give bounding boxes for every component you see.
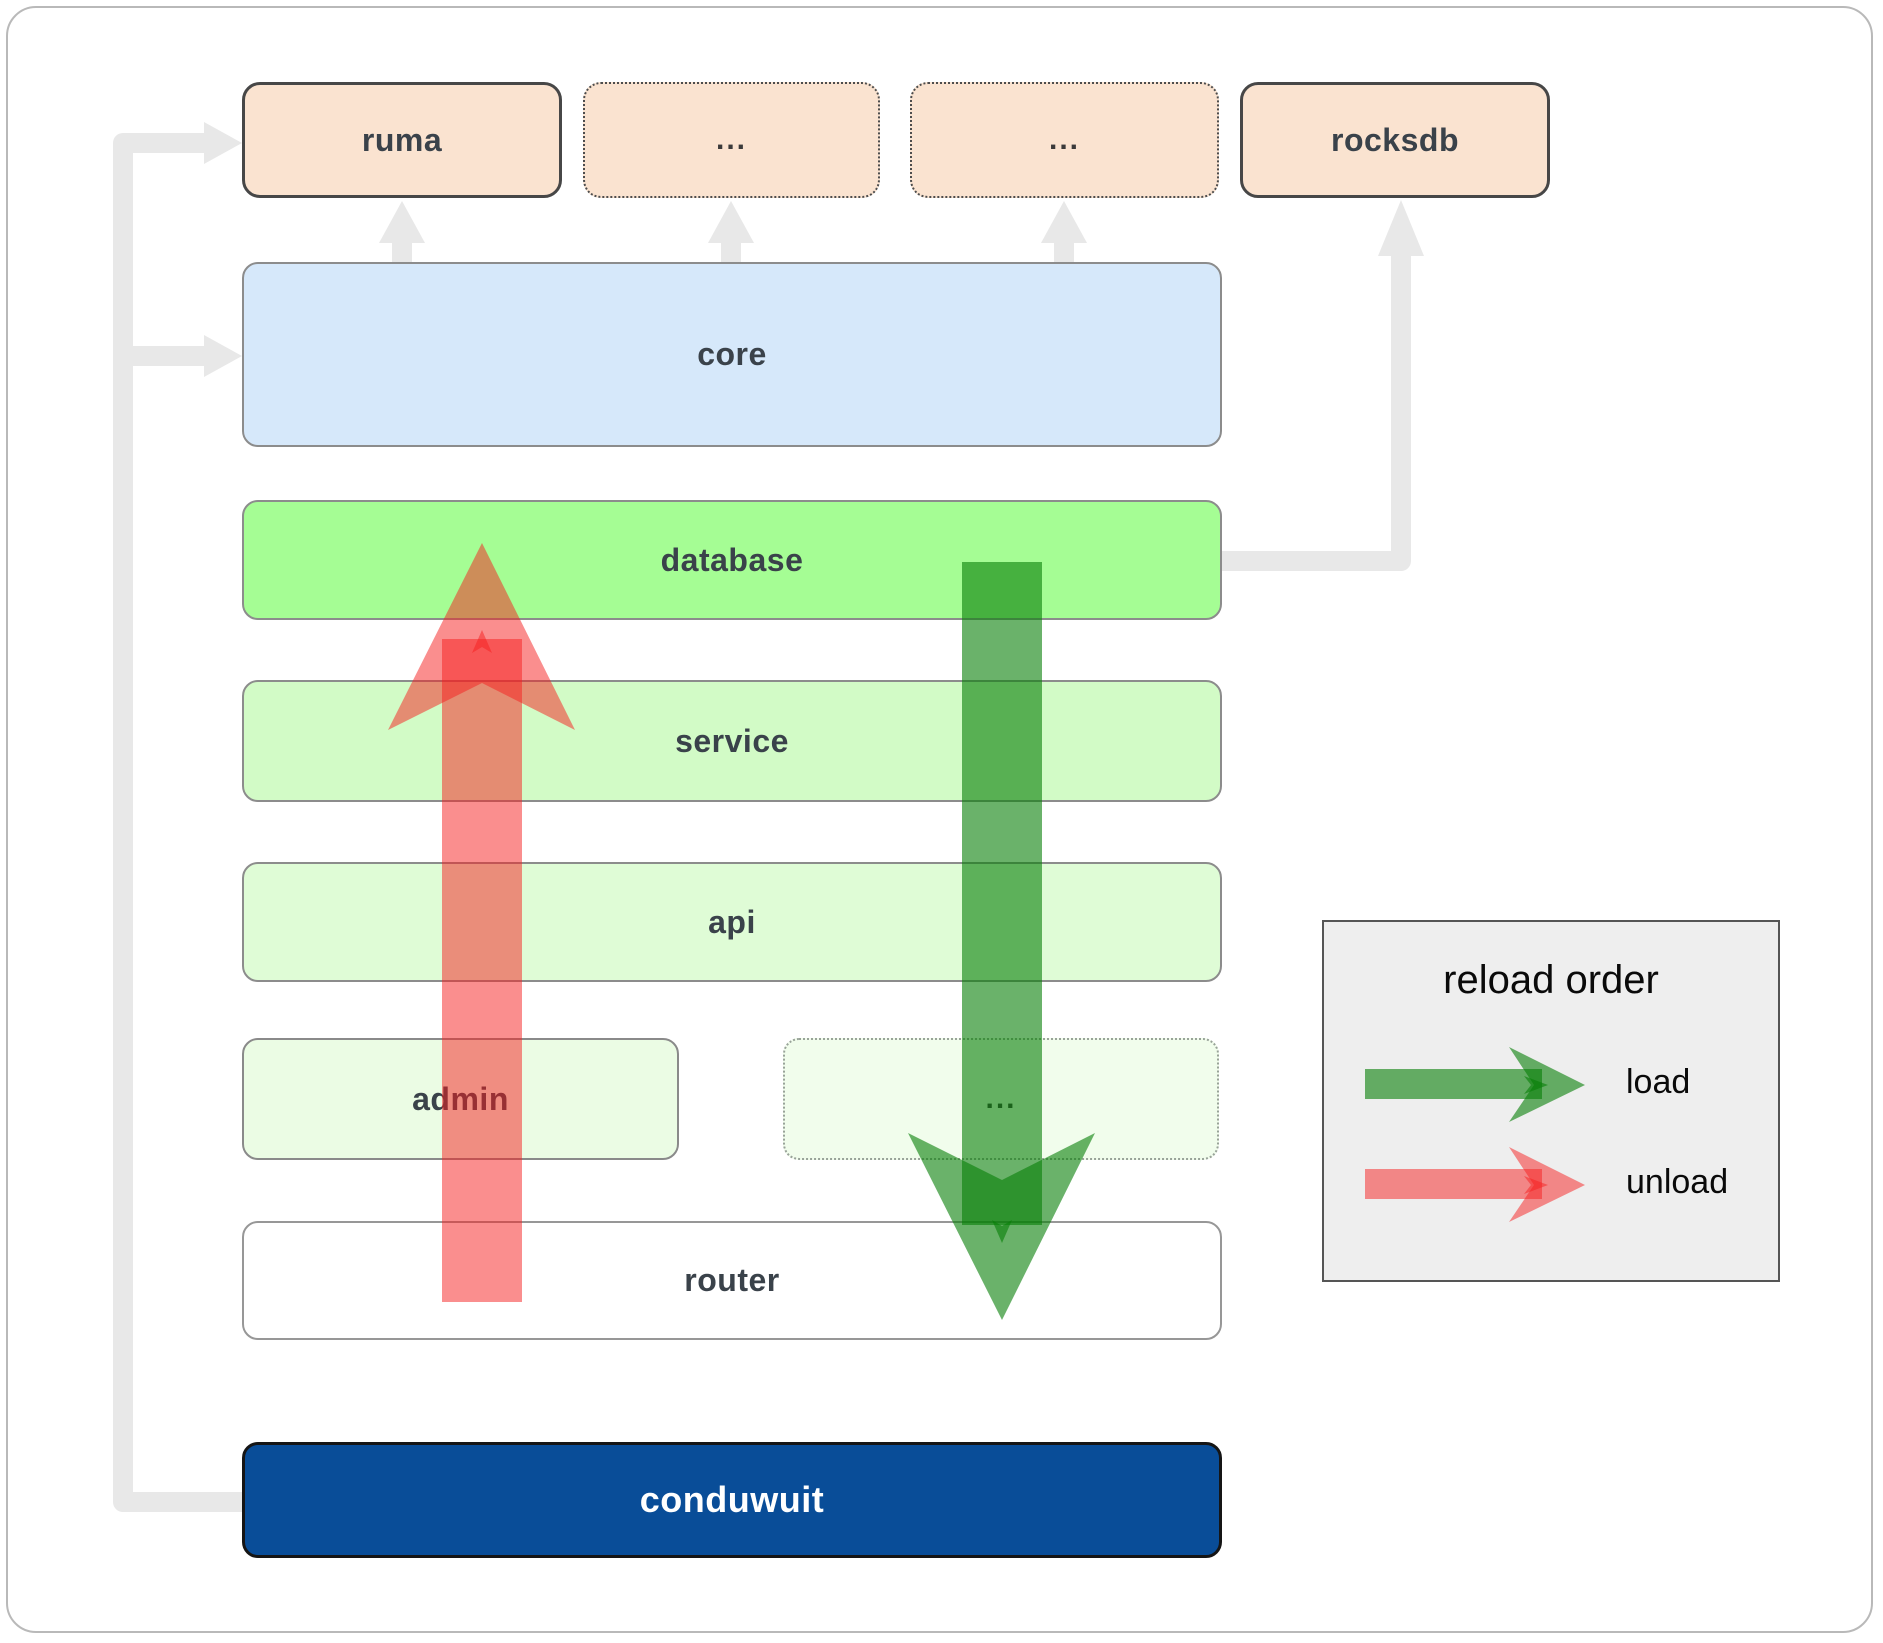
node-database-label: database [660,541,804,578]
node-api-label: api [708,903,756,940]
node-extra-admin-label: ... [985,1082,1017,1115]
node-core-label: core [697,336,767,372]
legend-load-arrow-icon [1365,1047,1585,1122]
node-extra-top-2-label: ... [1048,123,1080,156]
node-admin-label: admin [412,1080,509,1117]
node-extra-top-2: ... [910,82,1219,198]
node-database: database [242,500,1222,620]
legend-unload-label: unload [1626,1163,1729,1201]
node-rocksdb: rocksdb [1240,82,1550,198]
node-router-label: router [684,1262,780,1298]
node-admin: admin [242,1038,679,1160]
node-extra-top-1-label: ... [715,123,747,156]
legend-load-label: load [1626,1063,1691,1101]
node-service-label: service [675,722,789,759]
node-api: api [242,862,1222,982]
outer-border [6,6,1873,1633]
node-extra-top-1: ... [583,82,880,198]
node-core: core [242,262,1222,447]
node-service: service [242,680,1222,802]
node-conduwuit-label: conduwuit [639,1479,825,1520]
legend: reload order load unload [1322,920,1780,1282]
legend-unload-arrow-icon [1365,1147,1585,1222]
node-router: router [242,1221,1222,1340]
legend-arrows [1365,1047,1585,1222]
node-ruma-label: ruma [361,121,443,158]
node-conduwuit: conduwuit [242,1442,1222,1558]
node-rocksdb-label: rocksdb [1331,121,1459,158]
legend-title: reload order [1443,958,1659,1002]
node-extra-admin: ... [783,1038,1219,1160]
node-ruma: ruma [242,82,562,198]
